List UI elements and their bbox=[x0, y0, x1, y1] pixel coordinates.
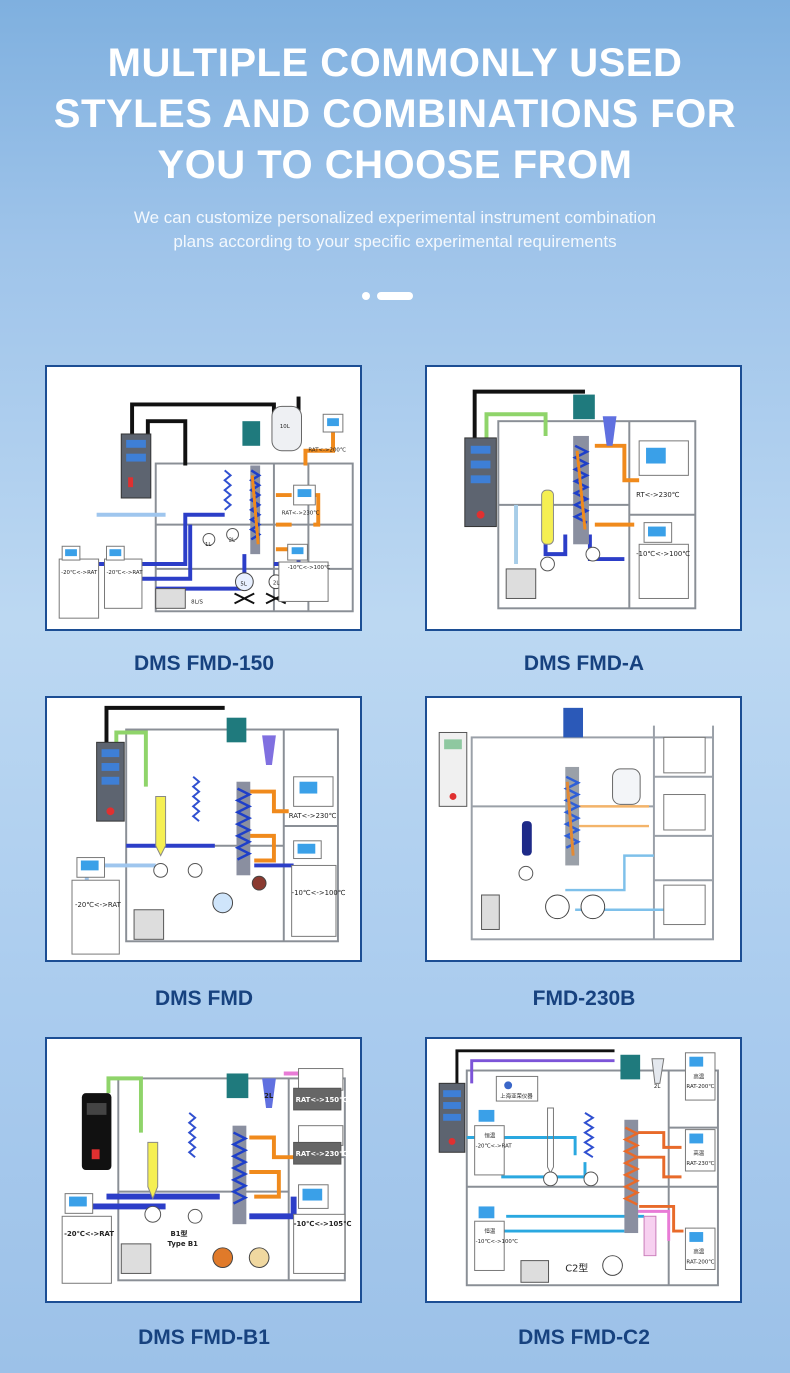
diagram-label: 上海亚荣仪器 bbox=[500, 1092, 533, 1100]
diagram-label: -10℃<->105℃ bbox=[294, 1220, 352, 1228]
title-line: YOU TO CHOOSE FROM bbox=[157, 143, 633, 187]
diagram-label: -20℃<->RAT bbox=[75, 901, 122, 909]
diagram-label: 高温 bbox=[693, 1248, 704, 1256]
fmd-150-diagram: 10L RAT<->200℃ RAT<->230℃ -20℃<->RAT -20… bbox=[58, 396, 354, 619]
diagram-label: 1L bbox=[205, 542, 211, 548]
carousel-dot-active[interactable] bbox=[377, 292, 413, 300]
diagram-label: RAT<->230℃ bbox=[289, 812, 337, 820]
product-card-fmd-230b[interactable] bbox=[425, 696, 742, 962]
page-title: MULTIPLE COMMONLY USED STYLES AND COMBIN… bbox=[0, 38, 790, 191]
fmd-230b-diagram bbox=[438, 707, 715, 941]
diagram-label: RT<->230℃ bbox=[636, 491, 680, 499]
diagram-label: -20℃<->RAT bbox=[61, 569, 98, 576]
diagram-label: -10℃<->100℃ bbox=[476, 1238, 518, 1245]
product-card-fmd-a[interactable]: RT<->230℃ -10℃<->100℃ bbox=[425, 365, 742, 631]
diagram-label: C2型 bbox=[565, 1261, 588, 1274]
diagram-label: -20℃<->RAT bbox=[64, 1230, 114, 1238]
fmd-c2-diagram: 上海亚荣仪器 恒温 -20℃<->RAT 恒温 -10℃<->100℃ 高温 R… bbox=[438, 1049, 719, 1287]
subtitle-line: We can customize personalized experiment… bbox=[133, 208, 657, 227]
carousel-dot[interactable] bbox=[362, 292, 370, 300]
diagram-label: 恒温 bbox=[485, 1131, 496, 1139]
product-card-fmd-150[interactable]: 10L RAT<->200℃ RAT<->230℃ -20℃<->RAT -20… bbox=[45, 365, 362, 631]
page-subtitle: We can customize personalized experiment… bbox=[60, 206, 730, 254]
diagram-label: 高温 bbox=[693, 1072, 704, 1080]
diagram-label: -20℃<->RAT bbox=[106, 569, 143, 576]
product-card-fmd-b1[interactable]: RAT<->150℃ RAT<->230℃ -20℃<->RAT -10℃<->… bbox=[45, 1037, 362, 1303]
diagram-label: 8L/S bbox=[191, 599, 203, 605]
diagram-label: RAT<->150℃ bbox=[296, 1096, 348, 1104]
diagram-label: RAT-200℃ bbox=[686, 1259, 714, 1266]
diagram-label: 高温 bbox=[693, 1149, 704, 1157]
diagram-label: 2L bbox=[273, 581, 279, 587]
title-line: STYLES AND COMBINATIONS FOR bbox=[53, 92, 737, 136]
diagram-label: 10L bbox=[280, 424, 290, 430]
product-name[interactable]: DMS FMD-C2 bbox=[518, 1326, 650, 1349]
diagram-label: 5L bbox=[240, 582, 246, 588]
diagram-label: -10℃<->100℃ bbox=[288, 564, 330, 571]
product-name[interactable]: DMS FMD-B1 bbox=[138, 1326, 270, 1349]
diagram-label: RAT-200℃ bbox=[686, 1083, 714, 1090]
diagram-label: Type B1 bbox=[168, 1240, 199, 1248]
diagram-label: -10℃<->100℃ bbox=[636, 550, 690, 558]
diagram-label: 恒温 bbox=[485, 1227, 496, 1235]
product-name[interactable]: DMS FMD-150 bbox=[133, 652, 275, 675]
product-name[interactable]: DMS FMD-A bbox=[523, 652, 645, 675]
fmd-a-diagram: RT<->230℃ -10℃<->100℃ bbox=[464, 389, 697, 610]
product-name[interactable]: FMD-230B bbox=[532, 987, 636, 1010]
diagram-label: B1型 bbox=[171, 1229, 188, 1238]
product-card-fmd-c2[interactable]: 上海亚荣仪器 恒温 -20℃<->RAT 恒温 -10℃<->100℃ 高温 R… bbox=[425, 1037, 742, 1303]
product-card-fmd[interactable]: RAT<->230℃ -20℃<->RAT -10℃<->100℃ bbox=[45, 696, 362, 962]
diagram-label: 2L bbox=[229, 537, 235, 543]
diagram-label: 2L bbox=[264, 1092, 274, 1100]
diagram-label: RAT<->230℃ bbox=[296, 1150, 348, 1158]
diagram-label: RAT-230℃ bbox=[686, 1160, 714, 1167]
diagram-label: -20℃<->RAT bbox=[476, 1142, 513, 1149]
diagram-label: RAT<->200℃ bbox=[308, 447, 346, 454]
diagram-label: 2L bbox=[654, 1084, 660, 1090]
fmd-b1-diagram: RAT<->150℃ RAT<->230℃ -20℃<->RAT -10℃<->… bbox=[61, 1068, 352, 1284]
product-name[interactable]: DMS FMD bbox=[155, 987, 253, 1010]
subtitle-line: plans according to your specific experim… bbox=[173, 232, 617, 251]
title-line: MULTIPLE COMMONLY USED bbox=[107, 41, 683, 85]
fmd-diagram: RAT<->230℃ -20℃<->RAT -10℃<->100℃ bbox=[71, 705, 346, 955]
diagram-label: RAT<->230℃ bbox=[282, 510, 320, 517]
diagram-label: -10℃<->100℃ bbox=[292, 889, 346, 897]
